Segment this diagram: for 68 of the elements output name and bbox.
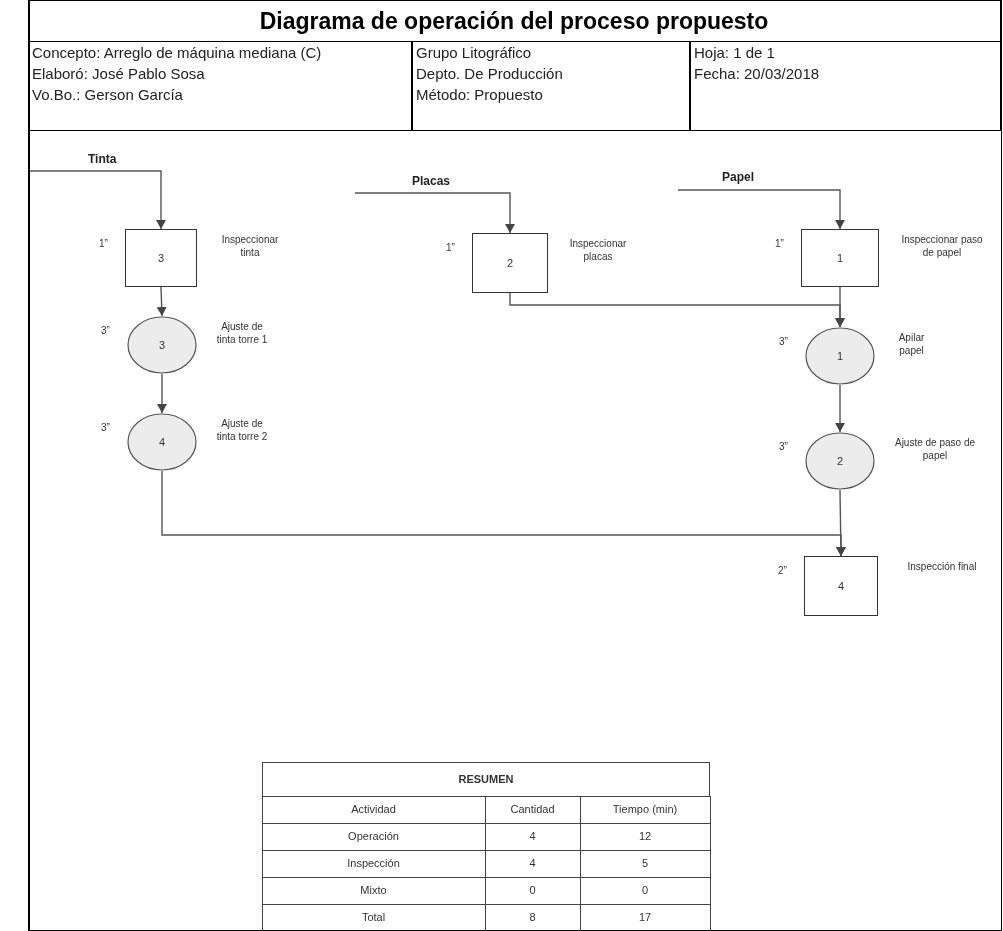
header-text: Hoja: 1 de 1 [694,44,775,62]
operation-circle [805,432,875,490]
step-description: Inspección final [906,560,978,573]
step-description: Inspeccionar placas [568,237,628,263]
step-description: Ajuste de tinta torre 1 [215,320,269,346]
header-text: Vo.Bo.: Gerson García [32,86,183,104]
inspection-box [801,229,879,287]
column-header: Cantidad [510,803,555,815]
header-text: Fecha: 20/03/2018 [694,65,820,83]
table-cell-text: 4 [529,830,536,842]
step-number: 3 [158,339,166,351]
step-number: 2 [506,257,514,269]
header-text: Depto. De Producción [416,65,563,83]
column-header: Actividad [351,803,396,815]
duration-text: 3” [779,440,788,453]
arrow [677,189,845,230]
header-text: Grupo Litográfico [416,44,532,62]
step-number: 2 [836,455,844,467]
duration-text: 3” [101,421,110,434]
header-text: Concepto: Arreglo de máquina mediana (C) [32,44,322,62]
table-cell-text: 17 [638,911,652,923]
table-cell-text: Operación [348,830,399,842]
step-description: Inspeccionar tinta [220,233,280,259]
arrow [156,286,167,317]
step-number: 1 [836,350,844,362]
step-number: 4 [158,436,166,448]
operation-circle [127,316,197,374]
duration-text: 1” [775,237,784,250]
table-cell-text: 0 [641,884,649,896]
inspection-box [125,229,197,287]
table-cell-text: 12 [638,830,652,842]
inspection-box [472,233,548,293]
duration-text: 1” [99,237,108,250]
input-label: Papel [722,170,754,184]
step-number: 3 [157,252,165,264]
table-cell-text: 8 [529,911,536,923]
step-number: 4 [837,580,845,592]
step-description: Ajuste de tinta torre 2 [215,417,269,443]
arrow [835,489,846,557]
duration-text: 3” [779,335,788,348]
table-cell-text: Inspección [347,857,400,869]
column-header: Tiempo (min) [612,803,678,815]
duration-text: 1” [446,241,455,254]
inspection-box [804,556,878,616]
step-description: Inspeccionar paso de papel [900,233,984,259]
arrow [29,170,166,230]
table-cell-text: Total [361,911,386,923]
arrow [354,192,515,234]
table-cell-text: 5 [641,857,649,869]
table-cell-text: 0 [529,884,536,896]
diagram-title: Diagrama de operación del proceso propuesto [259,8,769,35]
operation-circle [127,413,197,471]
arrow [835,384,845,433]
duration-text: 3” [101,324,110,337]
step-number: 1 [836,252,844,264]
table-cell-text: 4 [529,857,536,869]
step-description: Ajuste de paso de papel [893,436,977,462]
arrow [835,286,845,328]
table-title: RESUMEN [458,773,514,785]
step-description: Apilar papel [897,331,926,357]
header-text: Método: Propuesto [416,86,543,104]
header-text: Elaboró: José Pablo Sosa [32,65,205,83]
input-label: Placas [412,174,451,188]
duration-text: 2” [778,564,787,577]
input-label: Tinta [88,152,117,166]
arrow [157,373,167,414]
table-cell-text: Mixto [360,884,387,896]
operation-circle [805,327,875,385]
